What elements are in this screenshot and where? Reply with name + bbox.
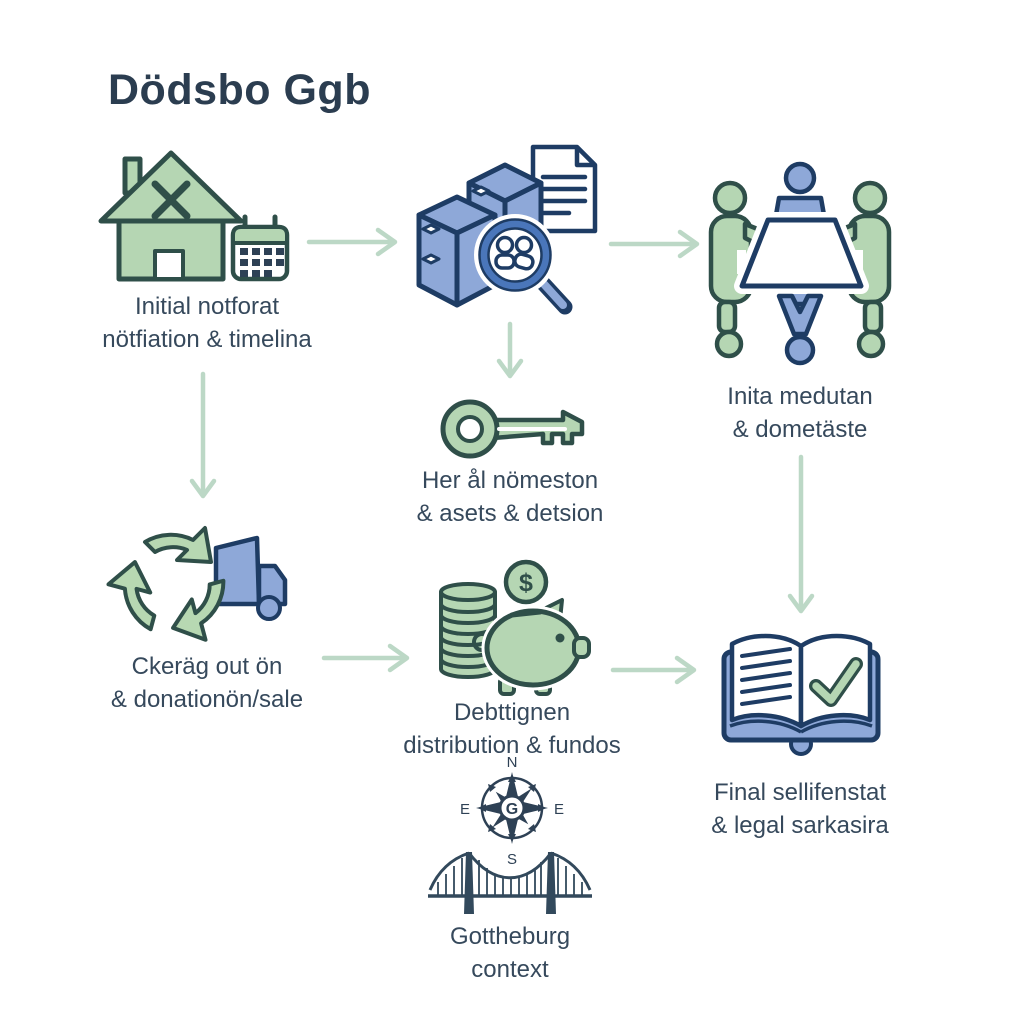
caption-line: Her ål nömeston — [421, 467, 599, 494]
page-title: Dödsbo Ggb — [108, 66, 371, 114]
piggy-bank-icon — [472, 598, 591, 696]
caption-line: nötfiation & timelina — [102, 326, 312, 354]
caption-final: Final sellifenstat & legal sarkasira — [650, 776, 950, 842]
caption-funds: Debttignen distribution & fundos — [362, 696, 662, 762]
caption-meeting: Inita medutan & dometäste — [650, 380, 950, 446]
person-left — [708, 180, 778, 359]
caption-line: distribution & fundos — [403, 732, 621, 760]
caption-line: & donationön/sale — [110, 686, 304, 714]
flow-arrow-down-1 — [496, 321, 524, 379]
flow-arrow-right-3 — [321, 643, 410, 673]
meeting-table — [734, 212, 869, 294]
suspension-bridge-icon — [428, 851, 592, 914]
caption-notification: Initial notforat nötfiation & timelina — [57, 290, 357, 356]
caption-line: Debttignen — [453, 699, 571, 726]
compass-north-label: N — [507, 754, 518, 771]
house-roof — [98, 150, 244, 224]
compass-south-label: S — [507, 851, 517, 868]
funds-icon-group: $ — [439, 559, 591, 696]
caption-handover: Her ål nömeston & asets & detsion — [360, 464, 660, 530]
caption-line: context — [471, 956, 549, 984]
house-with-x-icon — [98, 150, 290, 282]
checkmark-icon — [809, 657, 863, 707]
x-mark-icon — [151, 180, 191, 220]
flow-arrow-right-4 — [610, 655, 697, 685]
caption-line: Inita medutan — [727, 383, 873, 410]
caption-clearing: Ckeräg out ön & donationön/sale — [57, 650, 357, 716]
open-book-check-icon — [721, 633, 881, 756]
document-icon — [530, 144, 598, 234]
truck-icon — [213, 535, 288, 621]
flow-arrow-down-2 — [189, 371, 217, 499]
calendar-icon — [230, 214, 290, 282]
recycle-arrows-icon — [103, 526, 238, 647]
bridge-suspenders — [437, 858, 583, 896]
dollar-symbol: $ — [519, 569, 533, 597]
house-door — [153, 249, 185, 281]
caption-line: & legal sarkasira — [711, 812, 889, 840]
caption-line: & asets & detsion — [416, 500, 604, 528]
compass-west-label: E — [460, 801, 470, 818]
inventory-icon-group — [416, 144, 598, 315]
flow-arrow-right-1 — [306, 227, 398, 257]
flow-arrow-right-2 — [608, 229, 700, 259]
compass-east-label: E — [554, 801, 564, 818]
magnifier-people-icon — [474, 214, 573, 315]
compass-center-letter: G — [506, 801, 518, 818]
bridge-tower-right — [546, 852, 556, 914]
dollar-coin-icon: $ — [503, 559, 549, 605]
person-bottom — [776, 293, 824, 366]
caption-context: Gottheburg context — [360, 920, 660, 986]
caption-line: Gottheburg — [449, 923, 571, 950]
caption-line: Ckeräg out ön — [131, 653, 283, 680]
caption-line: Initial notforat — [134, 293, 280, 320]
key-icon — [440, 399, 585, 459]
bridge-tower-left — [464, 852, 474, 914]
caption-line: & dometäste — [732, 416, 868, 444]
flow-arrow-down-3 — [787, 454, 815, 614]
page-text-lines — [740, 647, 792, 706]
compass-rose-icon: G N E E S — [460, 754, 564, 868]
people-around-table-icon — [708, 161, 892, 366]
caption-line: Final sellifenstat — [713, 779, 887, 806]
clearing-icon-group — [103, 526, 288, 647]
